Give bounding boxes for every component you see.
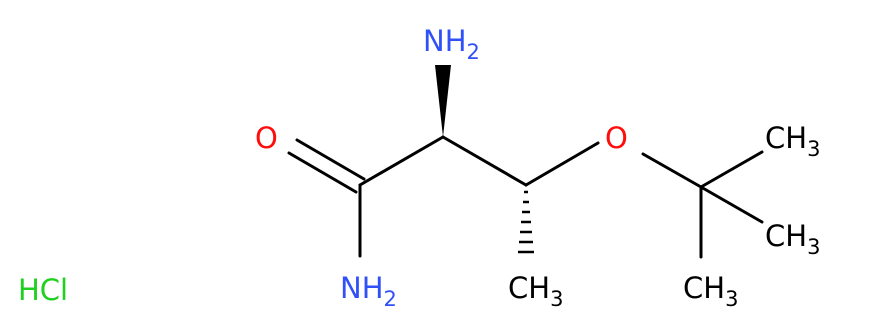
methyl-label-beta: CH3 [508,271,563,311]
methyl-label-right: CH3 [765,219,820,259]
tbutyl-methyl-bond-top [699,150,764,189]
amine-label: NH2 [423,24,480,64]
beta-oxygen-bond [524,141,600,187]
bonds [287,135,764,259]
carbonyl-bond-1 [287,151,358,194]
methyl-label-bottom: CH3 [683,271,738,311]
amide-label: NH2 [340,271,397,311]
ether-oxygen-label: O [605,121,628,155]
carbonyl-bond-2 [295,138,366,181]
alpha-carbonyl-bond [358,135,445,187]
hash-bond-methyl [518,190,534,254]
salt-label: HCl [18,273,68,307]
tbutyl-methyl-bond-right [699,185,764,224]
carbonyl-oxygen-label: O [255,121,278,155]
alpha-beta-bond [441,135,528,187]
oxygen-tbutyl-bond [641,152,703,189]
wedge-bond-amine [435,65,451,137]
methyl-label-top: CH3 [765,121,820,161]
